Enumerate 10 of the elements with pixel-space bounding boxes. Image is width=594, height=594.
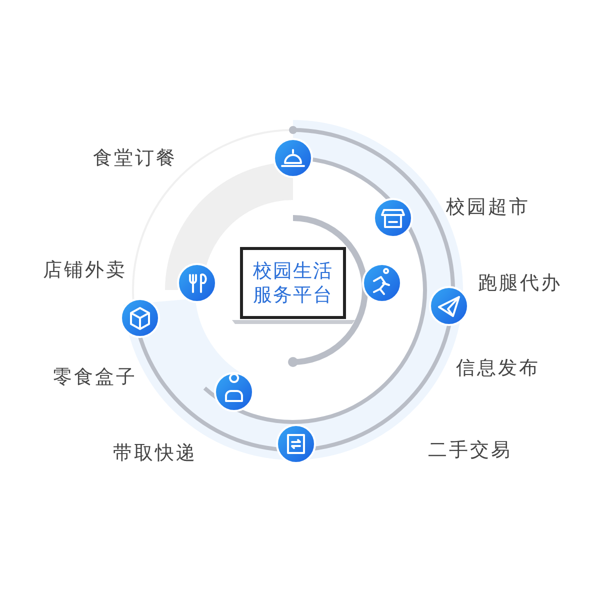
service-label: 食堂订餐 <box>93 146 177 171</box>
service-label: 跑腿代办 <box>478 271 562 296</box>
service-label: 带取快递 <box>113 441 197 466</box>
platform-title: 校园生活服务平台 <box>252 259 334 307</box>
service-label: 店铺外卖 <box>43 258 127 283</box>
laptop-screen <box>240 247 346 319</box>
service-label: 校园超市 <box>446 195 530 220</box>
service-label: 二手交易 <box>428 438 512 463</box>
service-label: 零食盒子 <box>53 365 137 390</box>
service-label: 信息发布 <box>456 356 540 381</box>
